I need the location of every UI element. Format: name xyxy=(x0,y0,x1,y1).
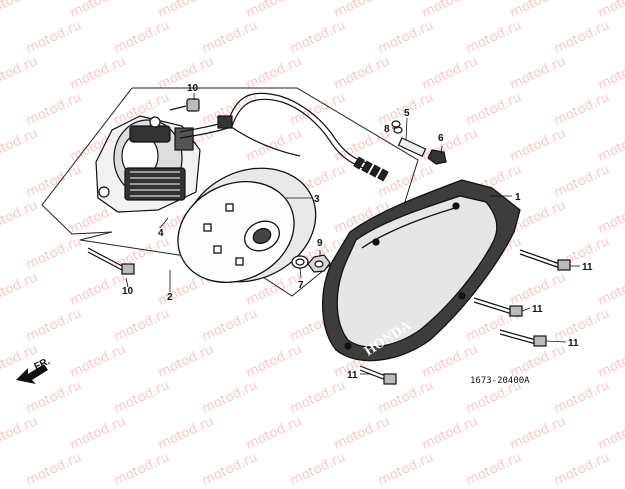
cover-bolts xyxy=(359,249,571,385)
diagram-code: 1673-20400A xyxy=(470,376,530,386)
bolt-10-bottom xyxy=(87,247,135,275)
callout-7: 7 xyxy=(298,280,304,291)
callout-4: 4 xyxy=(158,228,164,239)
callout-2: 2 xyxy=(167,292,173,303)
callout-3: 3 xyxy=(314,194,320,205)
callout-11-b: 11 xyxy=(532,304,543,315)
bolt-10-top xyxy=(169,98,200,112)
callout-8: 8 xyxy=(384,124,390,135)
leader-lines xyxy=(125,93,580,375)
arrow-down-left-icon xyxy=(16,364,48,384)
callout-11-d: 11 xyxy=(347,370,358,381)
exploded-view-svg: HONDA xyxy=(16,83,593,386)
flywheel xyxy=(177,167,317,284)
callout-11-c: 11 xyxy=(568,338,579,349)
side-cover xyxy=(322,179,521,362)
callout-1: 1 xyxy=(515,192,521,203)
callout-10-bottom: 10 xyxy=(122,286,134,297)
callout-9: 9 xyxy=(317,238,323,249)
bolt-5-assembly xyxy=(391,120,447,165)
callout-5: 5 xyxy=(404,108,410,119)
nut-9 xyxy=(307,254,331,273)
front-direction-arrow: FR. xyxy=(16,356,52,384)
washer-7 xyxy=(291,255,309,269)
wire-connectors xyxy=(353,156,389,182)
wire-harness xyxy=(179,92,371,171)
front-label: FR. xyxy=(33,356,52,373)
callout-10-top: 10 xyxy=(187,83,199,94)
stator xyxy=(95,115,201,213)
callout-6: 6 xyxy=(438,133,444,144)
callout-11-a: 11 xyxy=(582,262,593,273)
